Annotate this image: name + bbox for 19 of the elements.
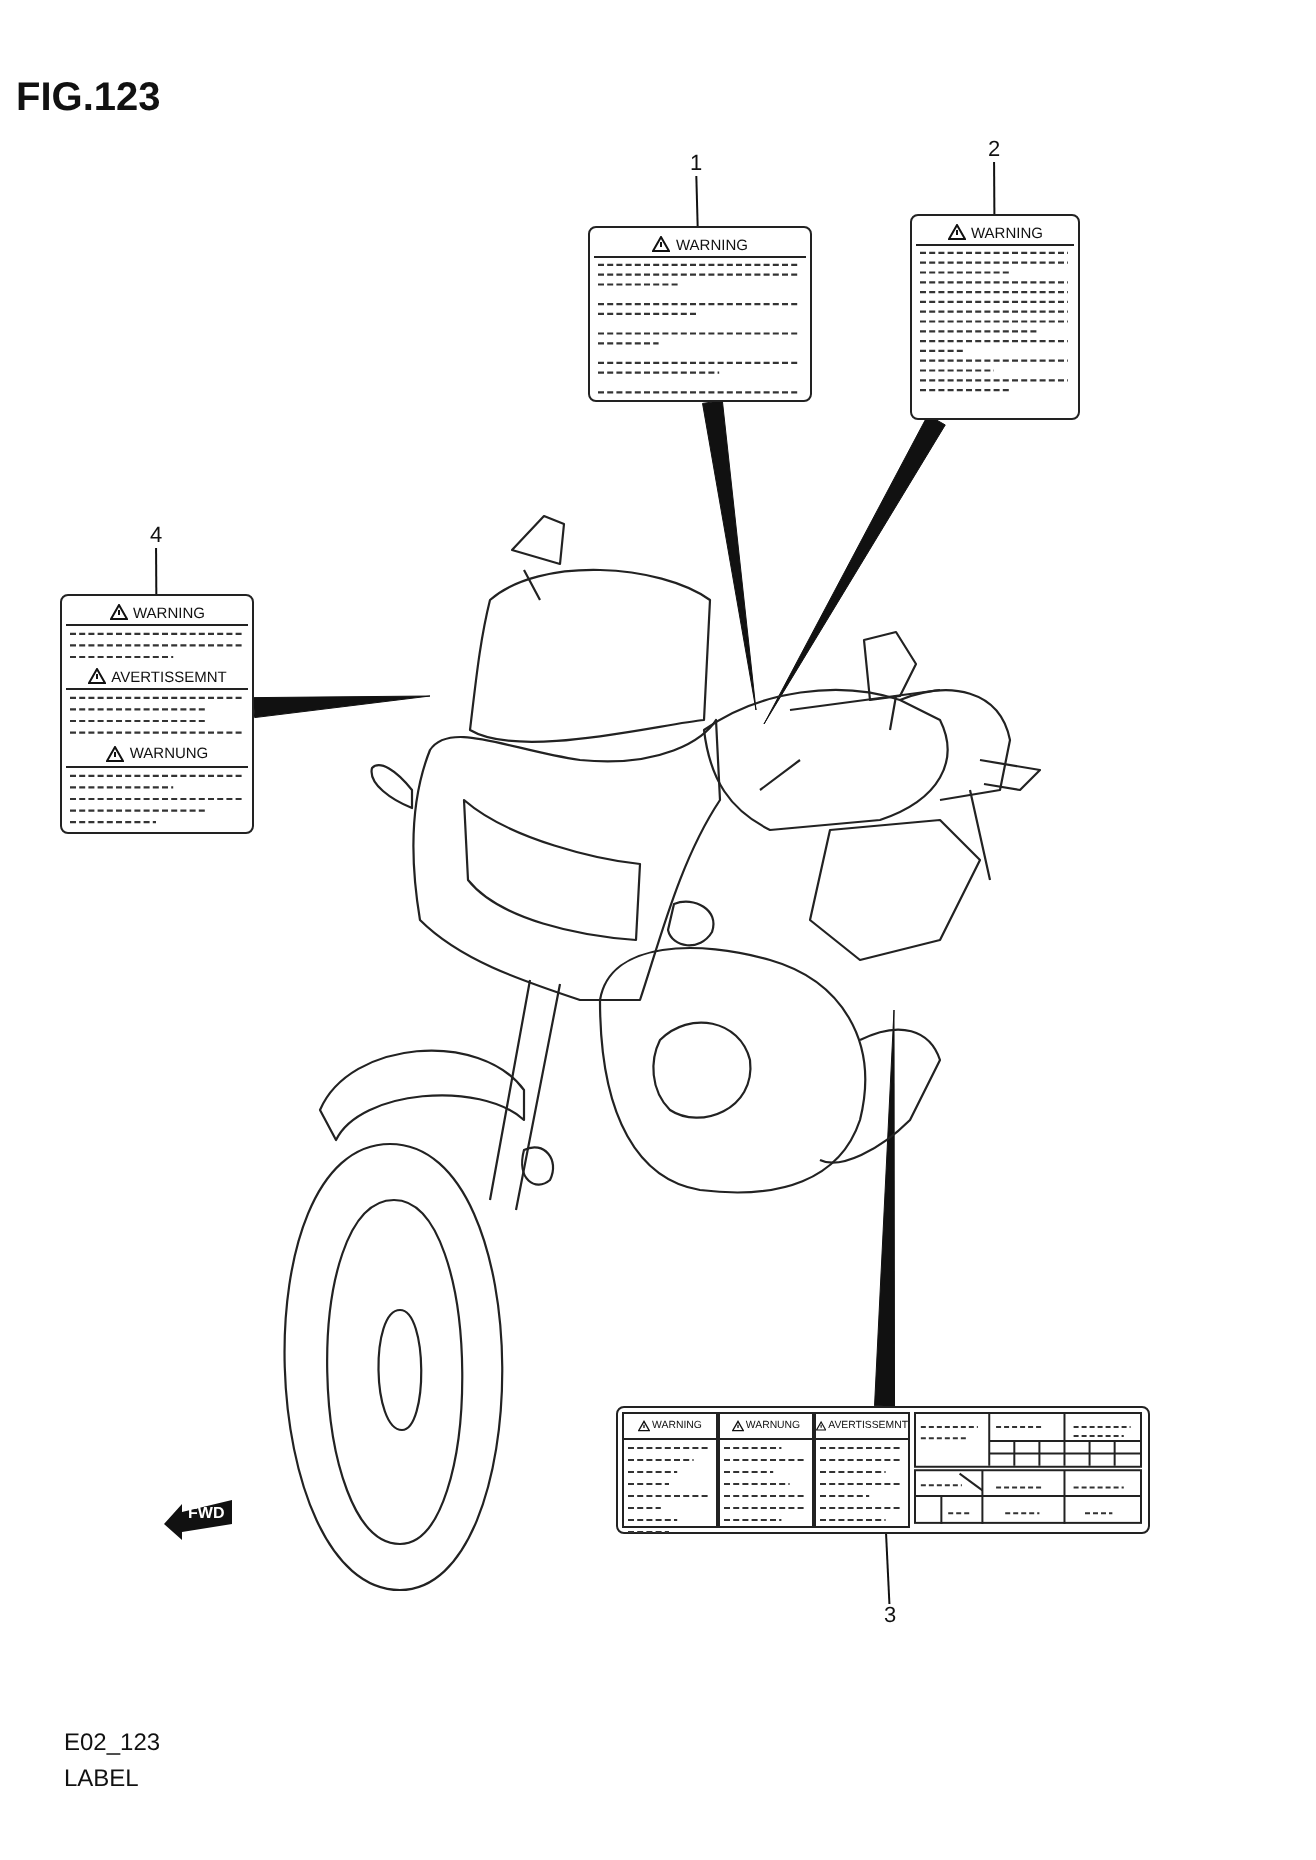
warning-label-sticker xyxy=(588,226,812,402)
leader-line xyxy=(993,161,996,215)
warning-label-sticker xyxy=(910,214,1080,420)
pointer-wedge xyxy=(763,414,946,725)
figure-code: E02_123 xyxy=(64,1728,161,1756)
leader-line xyxy=(695,175,699,227)
pointer-wedge xyxy=(874,1009,896,1407)
callout-number: 2 xyxy=(984,138,1004,162)
leader-line xyxy=(885,1533,891,1605)
figure-title: FIG.123 xyxy=(16,76,161,122)
warning-label-sticker xyxy=(60,594,254,834)
callout-number: 1 xyxy=(686,152,706,176)
warning-label-sticker xyxy=(616,1406,1150,1534)
pointer-wedge xyxy=(702,400,757,711)
pointer-wedge xyxy=(252,695,431,719)
callout-number: 3 xyxy=(880,1604,900,1628)
callout-number: 4 xyxy=(146,524,166,548)
leader-line xyxy=(155,547,158,595)
figure-code: LABEL xyxy=(64,1764,139,1792)
